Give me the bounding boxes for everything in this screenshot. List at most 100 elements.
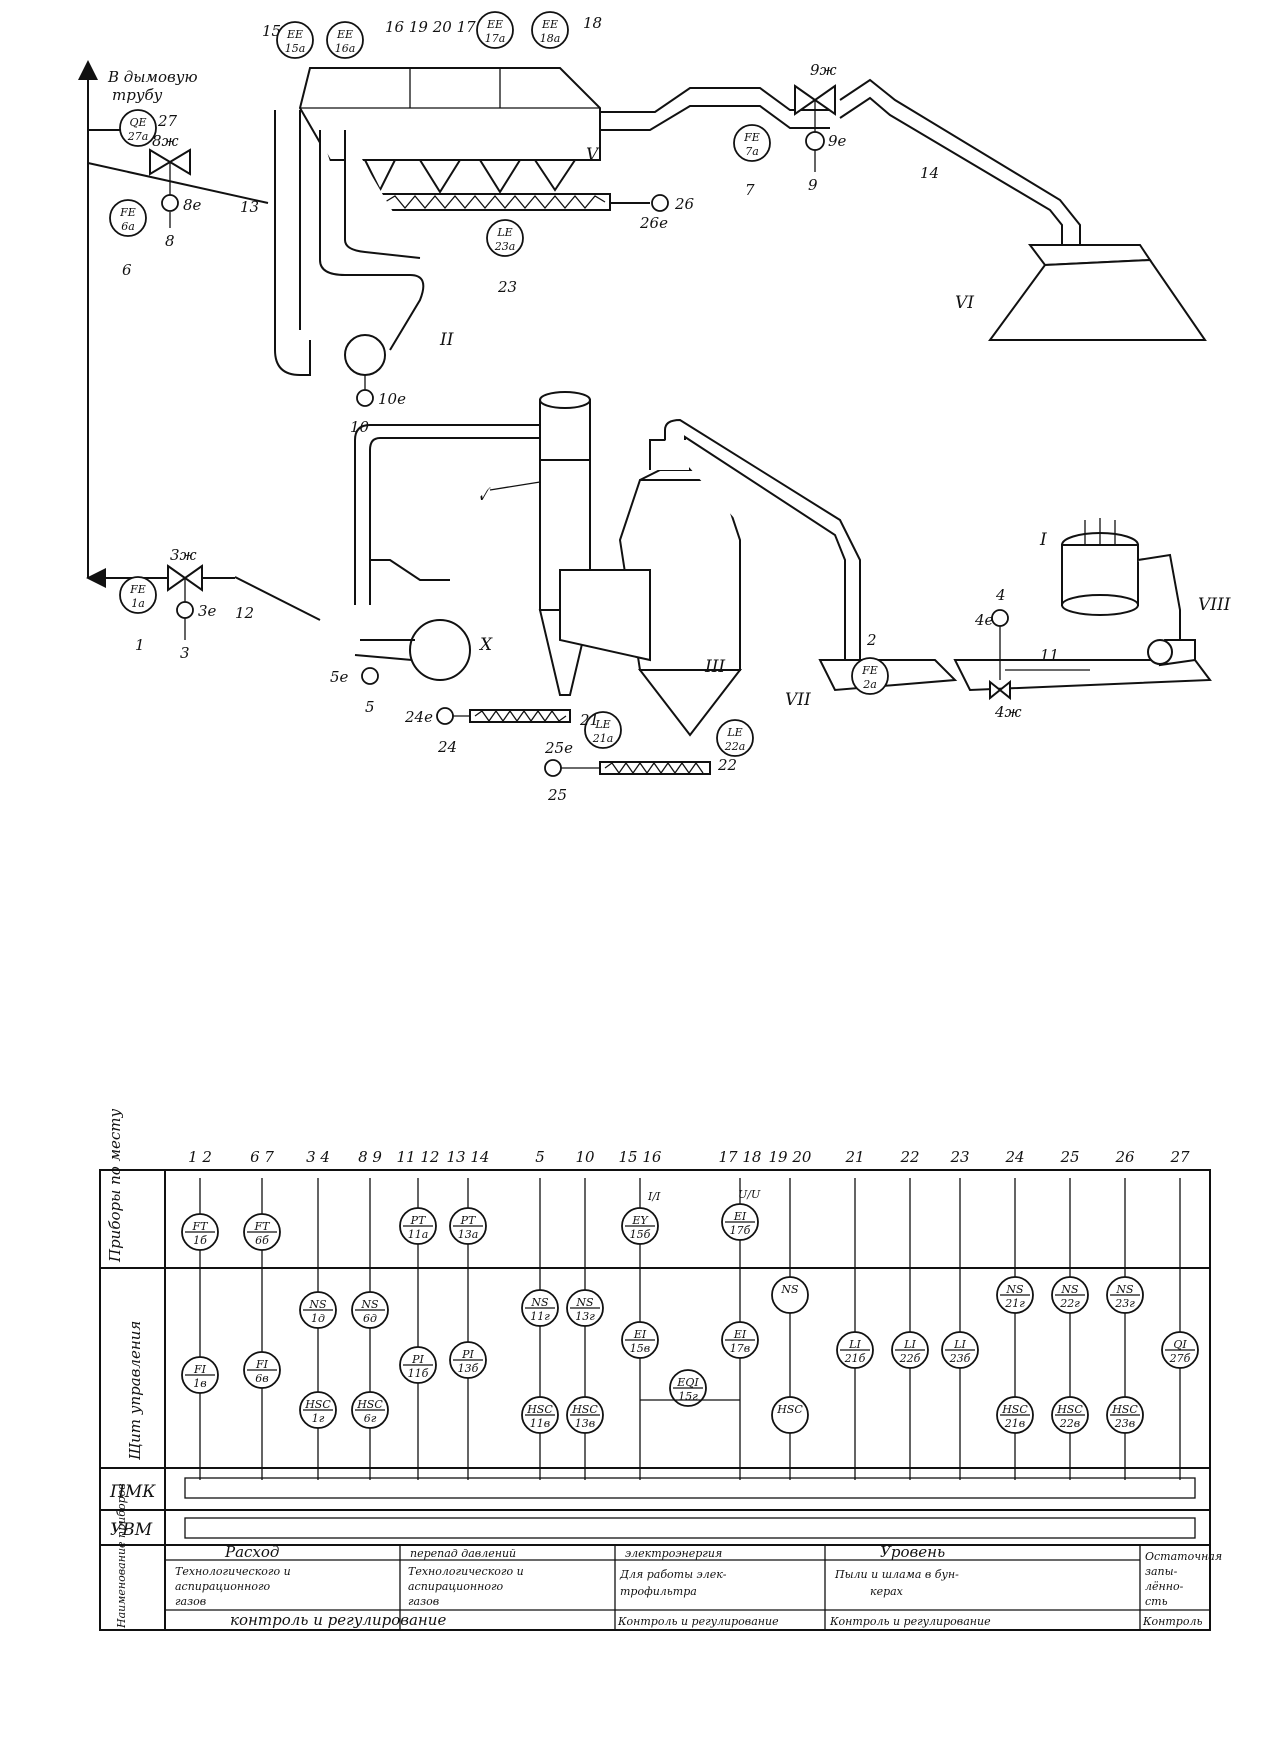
valve-4: 4е 4 4ж <box>974 586 1022 721</box>
board-instrument-13-func: EQI <box>676 1376 699 1389</box>
instrument-le22a-func: LE <box>726 726 742 739</box>
valve-9: 9е 9ж 9 <box>794 61 847 194</box>
actuator-10: 10е <box>356 389 406 408</box>
row-label-field: Приборы по месту <box>106 1108 124 1263</box>
control-panel: Приборы по месту Щит управления ПМК УВМ … <box>99 1108 1222 1631</box>
column-number-15: 25 <box>1059 1148 1079 1166</box>
board-instrument-23-func: HSC <box>1056 1403 1083 1416</box>
instrument-fe6a-func: FE <box>119 206 136 219</box>
name-o2-text-2: запы- <box>1145 1565 1178 1578</box>
board-instrument-10-pos: 13г <box>575 1310 595 1323</box>
actuator-5-num: 5 <box>365 698 375 716</box>
instrument-num-fe6a: 6 <box>122 261 132 279</box>
instrument-fe1a-func: FE <box>129 583 146 596</box>
instrument-num-ee18a: 18 <box>583 14 602 32</box>
board-instrument-20-pos: 21г <box>1004 1297 1025 1310</box>
board-instrument-15: NS <box>771 1276 809 1314</box>
label-VIII: VIII <box>1198 595 1231 615</box>
board-instrument-4-func: NS <box>360 1298 379 1311</box>
valve-3zh: 3ж <box>170 546 197 564</box>
column-number-12: 22 <box>899 1148 919 1166</box>
column-number-1: 6 7 <box>250 1148 274 1166</box>
field-instrument-1-func: FT <box>254 1220 272 1233</box>
board-instrument-2-func: NS <box>308 1298 327 1311</box>
line-13: 13 <box>240 198 259 216</box>
row-label-pmk: ПМК <box>109 1482 156 1502</box>
valve-8zh: 8ж <box>152 132 179 150</box>
board-instrument-9-func: HSC <box>526 1403 553 1416</box>
instrument-num-qe27a: 27 <box>157 112 178 130</box>
column-number-7: 10 <box>575 1148 595 1166</box>
board-instrument-19-pos: 23б <box>949 1352 971 1365</box>
instrument-fe2a-func: FE <box>861 664 878 677</box>
board-instrument-20-func: NS <box>1005 1283 1024 1296</box>
process-scheme: В дымовую трубу V <box>78 11 1231 804</box>
pipe-V-to-VI: 14 VI <box>600 78 1207 341</box>
board-instrument-8-pos: 11г <box>530 1310 550 1323</box>
label-V: V <box>586 145 600 165</box>
instrument-fe1a-pos: 1а <box>131 597 145 610</box>
board-instrument-0-pos: 1в <box>193 1377 206 1390</box>
label-II: II <box>439 330 454 350</box>
field-instrument-4-func: EY <box>631 1214 649 1227</box>
board-instrument-16-func: HSC <box>776 1403 803 1416</box>
pipe-10: 10 X <box>350 418 540 681</box>
actuator-9-num: 9 <box>808 176 818 194</box>
instrument-fe7a-func: FE <box>743 131 760 144</box>
field-instrument-2-func: PT <box>410 1214 427 1227</box>
actuator-26-num: 26 <box>674 195 695 213</box>
field-instrument-3-pos: 13а <box>458 1228 479 1241</box>
field-instrument-5-func: EI <box>733 1210 747 1223</box>
board-instrument-17-func: LI <box>848 1338 861 1351</box>
name-dp-text-1: Технологического и <box>408 1565 524 1578</box>
instrument-le23a-func: LE <box>496 226 512 239</box>
instrument-fe7a-pos: 7а <box>745 145 759 158</box>
instrument-ee16a-pos: 16а <box>335 42 356 55</box>
actuator-8e: 8е <box>183 196 202 214</box>
label-VI: VI <box>955 293 974 313</box>
actuator-3e: 3е <box>198 602 217 620</box>
instrument-ee18a-func: EE <box>541 18 558 31</box>
board-instrument-7-func: PI <box>461 1348 474 1361</box>
board-instrument-21-pos: 21в <box>1004 1417 1025 1430</box>
actuator-25-num: 25 <box>547 786 567 804</box>
instrument-ee16a-func: EE <box>336 28 353 41</box>
board-instrument-11-pos: 13в <box>575 1417 595 1430</box>
instrument-ee17a-func: EE <box>486 18 503 31</box>
instrument-num-le23a: 23 <box>497 278 517 296</box>
valve-8: 8е 8ж 8 13 <box>149 132 259 250</box>
pmk-bar <box>184 1477 1196 1499</box>
column-number-3: 8 9 <box>358 1148 382 1166</box>
board-instrument-8-func: NS <box>530 1296 549 1309</box>
actuator-24-num: 24 <box>437 738 457 756</box>
instrument-num-fe2a: 2 <box>866 631 877 649</box>
column-number-14: 24 <box>1004 1148 1024 1166</box>
name-o2-text-1: Остаточная <box>1145 1550 1222 1563</box>
column-number-13: 23 <box>949 1148 969 1166</box>
name-flow-text-1: Технологического и <box>175 1565 291 1578</box>
instrument-num-le21a: 21 <box>579 711 599 729</box>
board-instrument-22-pos: 22г <box>1059 1297 1080 1310</box>
instrument-qe27a-func: QE <box>129 116 146 129</box>
column-number-9: 17 18 <box>719 1148 762 1166</box>
conveyors-21-22 <box>445 709 711 775</box>
tray-VII: VII 11 <box>785 646 1212 710</box>
column-number-5: 13 14 <box>447 1148 490 1166</box>
actuator-25: 25е 25 <box>544 739 573 804</box>
name-o2-ctrl: Контроль <box>1142 1615 1202 1628</box>
actuator-25e: 25е <box>544 739 573 757</box>
